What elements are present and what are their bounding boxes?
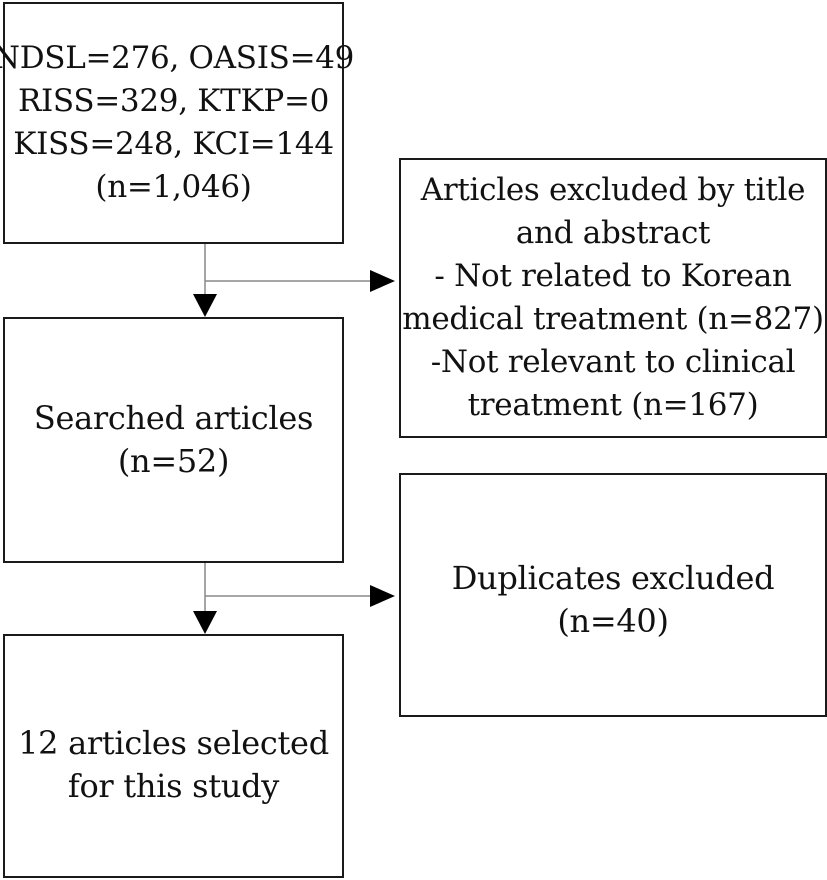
duplicates-count: (n=40) [557,602,669,640]
sources-line-1: NDSL=276, OASIS=49 [0,40,355,76]
arrow-down-2 [193,611,217,634]
searched-count: (n=52) [117,442,230,480]
selected-label-1: 12 articles selected [18,724,329,762]
exclusion-line-6: treatment (n=167) [467,387,759,423]
arrow-right-1 [370,270,395,292]
exclusion-box-title-abstract: Articles excluded by title and abstract … [399,158,827,438]
sources-total: (n=1,046) [95,169,252,205]
sources-line-2: RISS=329, KTKP=0 [17,83,330,119]
exclusion-line-1: Articles excluded by title [420,172,806,208]
duplicates-label: Duplicates excluded [451,559,775,597]
exclusion-line-5: -Not relevant to clinical [430,344,796,380]
duplicates-box: Duplicates excluded (n=40) [399,473,827,717]
exclusion-line-2: and abstract [515,215,711,251]
arrow-right-2 [370,585,395,607]
sources-box: NDSL=276, OASIS=49 RISS=329, KTKP=0 KISS… [0,2,354,244]
exclusion-line-3: - Not related to Korean [434,258,792,294]
searched-articles-box: Searched articles (n=52) [3,317,344,563]
selected-label-2: for this study [67,767,280,805]
arrow-down-1 [193,294,217,317]
searched-label: Searched articles [33,399,314,437]
exclusion-line-4: medical treatment (n=827) [402,301,824,337]
selected-articles-box: 12 articles selected for this study [3,634,344,878]
sources-line-3: KISS=248, KCI=144 [13,126,334,162]
